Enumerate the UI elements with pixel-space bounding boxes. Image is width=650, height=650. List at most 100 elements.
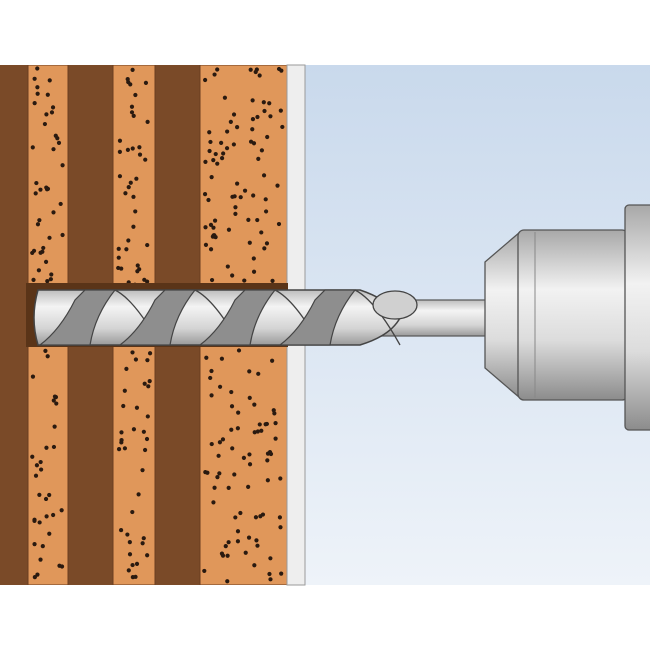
- brick-pore: [211, 158, 216, 163]
- brick-pore: [263, 209, 269, 214]
- brick-pore: [226, 227, 232, 232]
- brick-pore: [271, 408, 276, 413]
- brick-pore: [247, 369, 252, 374]
- brick-pore: [259, 230, 264, 235]
- brick-pore: [259, 428, 264, 433]
- brick-pore: [122, 446, 128, 451]
- brick-pore: [202, 568, 207, 574]
- brick-pore: [207, 130, 212, 135]
- brick-pore: [217, 440, 223, 445]
- brick-pore: [34, 180, 39, 186]
- brick-pore: [147, 351, 153, 356]
- brick-pore: [251, 256, 256, 261]
- brick-pore: [208, 139, 213, 145]
- brick-pore: [122, 388, 127, 393]
- brick-pore: [123, 191, 128, 196]
- brick-pore: [117, 149, 122, 154]
- brick-pore: [130, 350, 135, 355]
- brick-pore: [255, 217, 260, 223]
- drill-chuck: [484, 204, 650, 431]
- brick-pore: [204, 355, 209, 360]
- brick-pore: [140, 541, 145, 546]
- brick-pore: [49, 272, 54, 277]
- brick-pore: [119, 266, 124, 271]
- brick-pore: [124, 366, 129, 372]
- flute-groove: [118, 289, 197, 346]
- brick-pore: [131, 113, 136, 118]
- brick-pore: [54, 401, 59, 406]
- brick-pore: [31, 277, 36, 283]
- brick-pore: [130, 509, 135, 515]
- brick-pore: [44, 514, 49, 519]
- brick-pore: [225, 264, 230, 269]
- brick-pore: [39, 467, 44, 472]
- brick-pore: [241, 455, 246, 461]
- brick-pore: [119, 430, 124, 435]
- brick-pore: [225, 129, 230, 134]
- brick-pore: [38, 250, 43, 255]
- brick-pore: [32, 101, 37, 106]
- brick-pore: [250, 117, 256, 122]
- brick-pore: [128, 180, 133, 185]
- brick-pore: [50, 105, 56, 110]
- brick-pore: [273, 436, 278, 441]
- brick-pore: [37, 520, 42, 525]
- brick-pore: [242, 278, 247, 283]
- flute-groove: [278, 289, 357, 346]
- brick-pore: [33, 473, 39, 478]
- brick-pore: [35, 572, 40, 577]
- drill-flutes: [38, 289, 401, 346]
- brick-pore: [219, 140, 224, 145]
- brick-pore: [250, 127, 255, 132]
- brick-pore: [59, 508, 64, 513]
- brick-pore: [229, 427, 234, 432]
- brick-pore: [51, 398, 56, 403]
- brick-pore: [33, 191, 38, 196]
- brick-pore: [130, 562, 135, 568]
- brick-pore: [45, 279, 50, 284]
- brick-pore: [30, 374, 36, 379]
- brick-pore: [119, 438, 124, 443]
- brick-pore: [261, 100, 266, 105]
- brick-pore: [278, 108, 283, 113]
- brick-pore: [230, 194, 235, 199]
- brick-pore: [47, 531, 52, 536]
- brick-pore: [247, 395, 252, 400]
- brick-pore: [219, 356, 225, 361]
- brick-pore: [116, 255, 121, 260]
- brick-pore: [30, 145, 35, 150]
- brick-pore: [35, 222, 41, 227]
- brick-pore: [279, 571, 284, 576]
- brick-pore: [32, 541, 37, 547]
- brick-pore: [52, 424, 57, 429]
- brick-pore: [268, 114, 273, 119]
- brick-pore: [257, 73, 262, 78]
- brick-pore: [265, 134, 270, 140]
- brick-pore: [268, 556, 273, 561]
- brick-pore: [44, 445, 49, 450]
- brick-pore: [136, 492, 141, 497]
- brick-pore: [267, 101, 272, 106]
- brick-pore: [252, 563, 257, 568]
- brick-pore: [222, 95, 228, 100]
- brick-pore: [43, 259, 49, 264]
- brick-pore: [32, 76, 37, 81]
- brick-pore: [205, 470, 210, 475]
- brick-pore: [144, 436, 150, 442]
- brick-pore: [226, 485, 231, 491]
- brick-pore: [261, 173, 267, 178]
- brick-pore: [56, 140, 62, 145]
- brick-pore: [145, 553, 150, 558]
- brick-pore: [221, 151, 226, 156]
- brick-pore: [142, 381, 147, 386]
- brick-pore: [255, 543, 260, 548]
- brick-pore: [45, 354, 50, 359]
- brick-pore: [140, 468, 145, 473]
- brick-pore: [230, 446, 235, 451]
- brick-pore: [35, 85, 40, 90]
- brick-pore: [121, 403, 126, 409]
- brick-pore: [37, 492, 42, 498]
- brick-pore: [265, 478, 270, 483]
- brick-pore: [251, 269, 257, 274]
